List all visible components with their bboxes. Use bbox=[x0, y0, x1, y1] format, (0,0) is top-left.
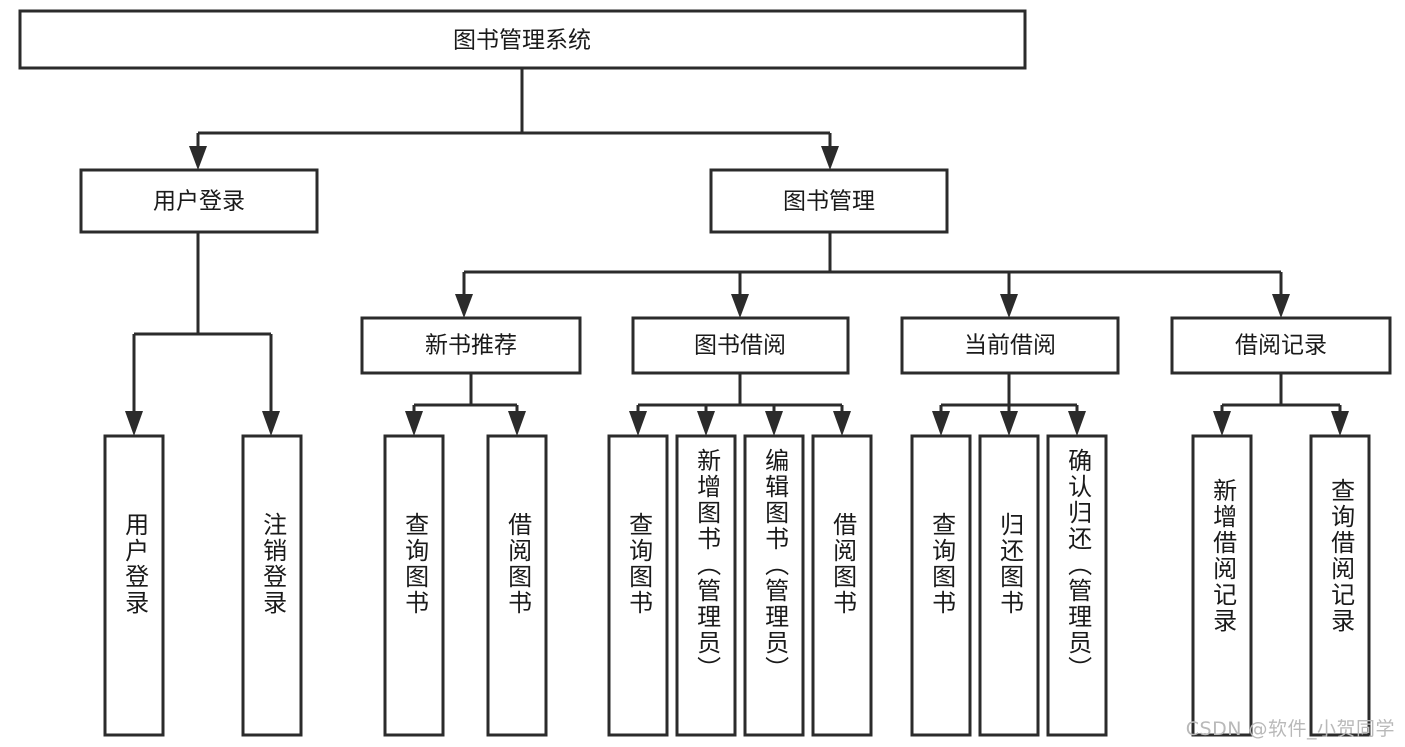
node-new-book-rec[interactable] bbox=[360, 316, 582, 375]
leaf-box-7[interactable] bbox=[743, 434, 805, 737]
connector-group-book-manage bbox=[455, 232, 1290, 318]
node-new-book-rec-label: 新书推荐 bbox=[425, 333, 517, 359]
arrow-head-leaf-12 bbox=[1213, 411, 1231, 436]
arrow-head-leaf-9 bbox=[932, 411, 950, 436]
arrow-head-current-borrow bbox=[1000, 294, 1018, 318]
leaf-box-12[interactable] bbox=[1191, 434, 1253, 737]
arrow-head-user-login bbox=[189, 146, 207, 170]
leaf-box-3[interactable] bbox=[383, 434, 445, 737]
leaf-box-13[interactable] bbox=[1309, 434, 1371, 737]
arrow-head-leaf-3 bbox=[405, 411, 423, 436]
node-root[interactable] bbox=[18, 9, 1027, 70]
leaf-box-2[interactable] bbox=[241, 434, 303, 737]
node-book-manage[interactable] bbox=[709, 168, 949, 234]
leaf-box-4[interactable] bbox=[486, 434, 548, 737]
arrow-head-leaf-4 bbox=[508, 411, 526, 436]
arrow-head-leaf-7 bbox=[765, 411, 783, 436]
node-current-borrow[interactable] bbox=[900, 316, 1120, 375]
connector-group-root bbox=[189, 68, 839, 170]
node-book-manage-label: 图书管理 bbox=[783, 189, 875, 215]
leaf-box-5[interactable] bbox=[607, 434, 669, 737]
node-user-login-label: 用户登录 bbox=[153, 189, 245, 215]
arrow-head-leaf-10 bbox=[1000, 411, 1018, 436]
node-book-borrow-label: 图书借阅 bbox=[694, 333, 786, 359]
csdn-watermark: CSDN @软件_小贺同学 bbox=[1185, 718, 1395, 740]
node-borrow-record-label: 借阅记录 bbox=[1235, 333, 1327, 359]
connector-group-new-book-rec bbox=[405, 373, 526, 436]
leaf-box-6[interactable] bbox=[675, 434, 737, 737]
connector-group-borrow-record bbox=[1213, 373, 1349, 436]
node-user-login[interactable] bbox=[79, 168, 319, 234]
connector-group-current-borrow bbox=[932, 373, 1086, 436]
connector-group-book-borrow bbox=[629, 373, 851, 436]
node-root-label: 图书管理系统 bbox=[453, 28, 591, 54]
node-borrow-record[interactable] bbox=[1170, 316, 1392, 375]
arrow-head-leaf-5 bbox=[629, 411, 647, 436]
arrow-head-book-borrow bbox=[731, 294, 749, 318]
arrow-head-leaf-11 bbox=[1068, 411, 1086, 436]
arrow-head-leaf-1 bbox=[125, 411, 143, 436]
leaf-box-11[interactable] bbox=[1046, 434, 1108, 737]
node-book-borrow[interactable] bbox=[631, 316, 850, 375]
leaf-box-10[interactable] bbox=[978, 434, 1040, 737]
arrow-head-leaf-8 bbox=[833, 411, 851, 436]
arrow-head-leaf-2 bbox=[262, 411, 280, 436]
arrow-head-borrow-record bbox=[1272, 294, 1290, 318]
node-current-borrow-label: 当前借阅 bbox=[964, 333, 1056, 359]
arrow-head-book-manage bbox=[821, 146, 839, 170]
leaf-box-1[interactable] bbox=[103, 434, 165, 737]
leaf-box-8[interactable] bbox=[811, 434, 873, 737]
arrow-head-new-book-rec bbox=[455, 294, 473, 318]
connector-group-user-login bbox=[125, 232, 280, 436]
leaf-box-9[interactable] bbox=[910, 434, 972, 737]
arrow-head-leaf-13 bbox=[1331, 411, 1349, 436]
arrow-head-leaf-6 bbox=[697, 411, 715, 436]
